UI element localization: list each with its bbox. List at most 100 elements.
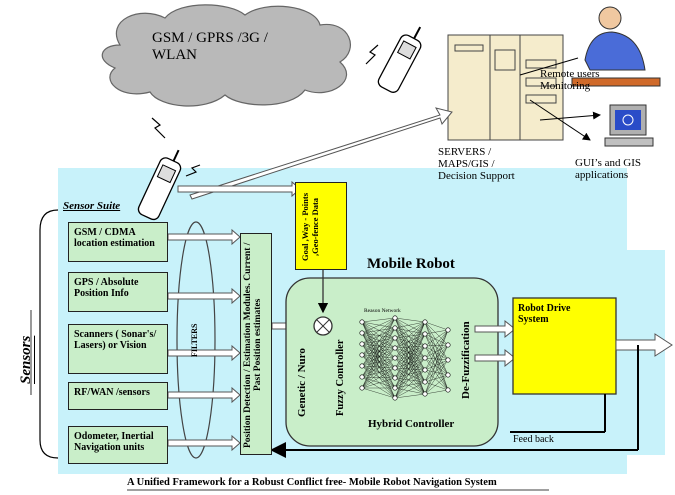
nn-link	[361, 332, 396, 379]
nn-link	[424, 321, 449, 331]
nn-link	[361, 321, 396, 359]
nn-link	[361, 321, 396, 389]
nn-node	[359, 363, 365, 369]
nn-link	[424, 359, 449, 383]
nn-link	[394, 345, 426, 349]
nn-node	[359, 341, 365, 347]
nn-link	[424, 357, 449, 361]
nn-link	[394, 357, 426, 371]
nn-link	[394, 381, 426, 399]
nn-link	[394, 333, 426, 399]
nn-link	[361, 365, 396, 389]
nn-link	[394, 345, 426, 399]
nn-link	[394, 333, 426, 349]
nn-link	[361, 365, 396, 379]
nn-node	[445, 357, 451, 363]
nn-link	[361, 377, 396, 389]
nn-link	[424, 329, 449, 383]
phone-top-icon	[377, 26, 422, 93]
defuzz-label: De-Fuzzification	[460, 321, 472, 399]
nn-link	[424, 321, 449, 376]
nn-link	[394, 333, 426, 359]
nn-node	[392, 355, 398, 361]
nn-link	[361, 317, 396, 345]
signal-bolt-3	[185, 164, 201, 177]
signal-bolt-2	[365, 44, 379, 65]
nn-link	[394, 369, 426, 399]
nn-link	[361, 376, 396, 399]
nn-link	[394, 393, 426, 399]
nn-link	[361, 367, 396, 389]
sensor-gsm-box: GSM / CDMA location estimation	[68, 222, 168, 262]
mobile-robot-title: Mobile Robot	[367, 256, 455, 272]
nn-link	[424, 333, 449, 376]
feedback-loop	[270, 345, 639, 458]
nn-node	[392, 315, 398, 321]
nn-node	[392, 335, 398, 341]
nn-link	[424, 329, 449, 395]
nn-node	[445, 342, 451, 348]
nn-link	[361, 354, 396, 389]
controller-block	[285, 277, 499, 447]
nn-link	[394, 321, 426, 349]
nn-link	[361, 317, 396, 334]
nn-link	[361, 354, 396, 359]
nn-link	[424, 357, 449, 376]
nn-node	[359, 374, 365, 380]
nn-link	[361, 343, 396, 369]
nn-node	[422, 343, 428, 349]
nn-link	[424, 344, 449, 347]
nn-link	[394, 333, 426, 369]
nn-node	[392, 365, 398, 371]
nn-link	[424, 359, 449, 371]
sensors-label: Sensors	[18, 335, 34, 385]
nn-link	[361, 317, 396, 323]
neural-network	[359, 315, 451, 401]
nn-link	[361, 337, 396, 389]
nn-link	[361, 337, 396, 345]
nn-node	[392, 375, 398, 381]
sensors-bracket	[39, 209, 59, 459]
nn-link	[424, 333, 449, 346]
nn-link	[424, 344, 449, 383]
nn-link	[361, 337, 396, 367]
remote-user-icon	[571, 6, 661, 87]
position-module-box: Position Detection / Estimation Modules.…	[240, 233, 272, 455]
nn-link	[361, 357, 396, 389]
nn-link	[361, 321, 396, 379]
nn-link	[361, 347, 396, 367]
nn-link	[361, 354, 396, 369]
sensor-gps-box: GPS / Absolute Position Info	[68, 272, 168, 312]
sensor-odometer-box: Odometer, Inertial Navigation units	[68, 426, 168, 464]
nn-link	[394, 357, 426, 399]
nn-link	[361, 343, 396, 359]
nn-link	[361, 332, 396, 339]
nn-node	[359, 385, 365, 391]
nn-to-drive-arrow-2	[474, 348, 516, 368]
nn-link	[424, 345, 449, 361]
nn-link	[394, 357, 426, 369]
nn-link	[361, 317, 396, 389]
nn-link	[394, 347, 426, 395]
fuzzy-controller-label: Fuzzy Controller	[335, 339, 346, 417]
filters-label: FILTERS	[190, 323, 199, 357]
nn-link	[394, 357, 426, 383]
nn-link	[361, 337, 396, 378]
nn-node	[445, 327, 451, 333]
server-rack-icon	[447, 34, 564, 141]
feedback-label: Feed back	[513, 434, 554, 445]
nn-link	[424, 369, 449, 376]
hybrid-controller-label: Hybrid Controller	[368, 418, 455, 430]
nn-link	[424, 329, 449, 347]
nn-link	[424, 344, 449, 371]
nn-link	[361, 357, 396, 367]
nn-link	[361, 332, 396, 369]
nn-link	[361, 354, 396, 399]
nn-link	[361, 343, 396, 379]
nn-link	[361, 343, 396, 349]
nn-link	[361, 332, 396, 399]
cloud-label: GSM / GPRS /3G / WLAN	[152, 30, 268, 63]
signal-bolt-1	[151, 117, 166, 139]
sensor-rf-box: RF/WAN /sensors	[68, 382, 168, 410]
